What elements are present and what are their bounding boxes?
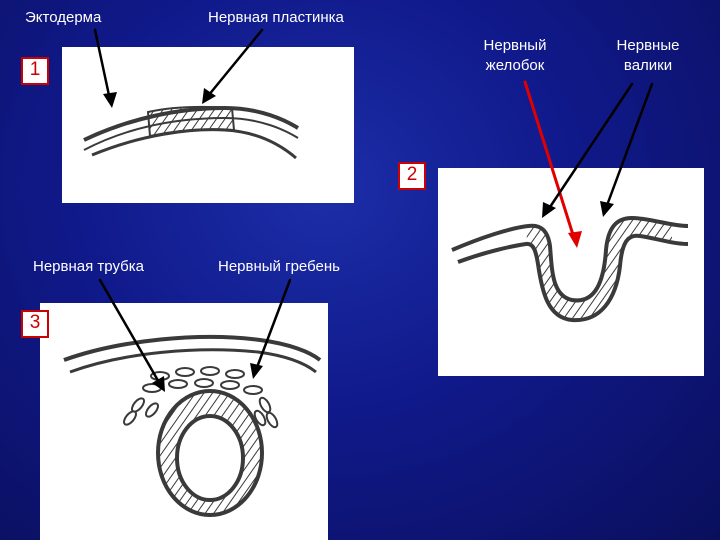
stage-3-drawing bbox=[63, 334, 322, 517]
label-neural-crest: Нервный гребень bbox=[218, 258, 340, 275]
label-neural-tube: Нервная трубка bbox=[33, 258, 144, 275]
stage-number-1: 1 bbox=[21, 57, 49, 85]
label-neural-folds-line1: Нервные bbox=[616, 37, 680, 54]
stage-2-panel bbox=[438, 168, 704, 376]
label-neural-folds-line2: валики bbox=[623, 57, 673, 74]
stage-number-2: 2 bbox=[398, 162, 426, 190]
label-neural-groove-line2: желобок bbox=[485, 57, 545, 74]
label-neural-groove-line1: Нервный bbox=[483, 37, 547, 54]
label-neural-plate: Нервная пластинка bbox=[208, 9, 344, 26]
stage-number-3: 3 bbox=[21, 310, 49, 338]
pointer-arrows bbox=[93, 28, 654, 392]
stage-1-drawing bbox=[83, 105, 300, 160]
label-ectoderm: Эктодерма bbox=[25, 9, 102, 26]
stage-2-drawing bbox=[451, 215, 689, 323]
